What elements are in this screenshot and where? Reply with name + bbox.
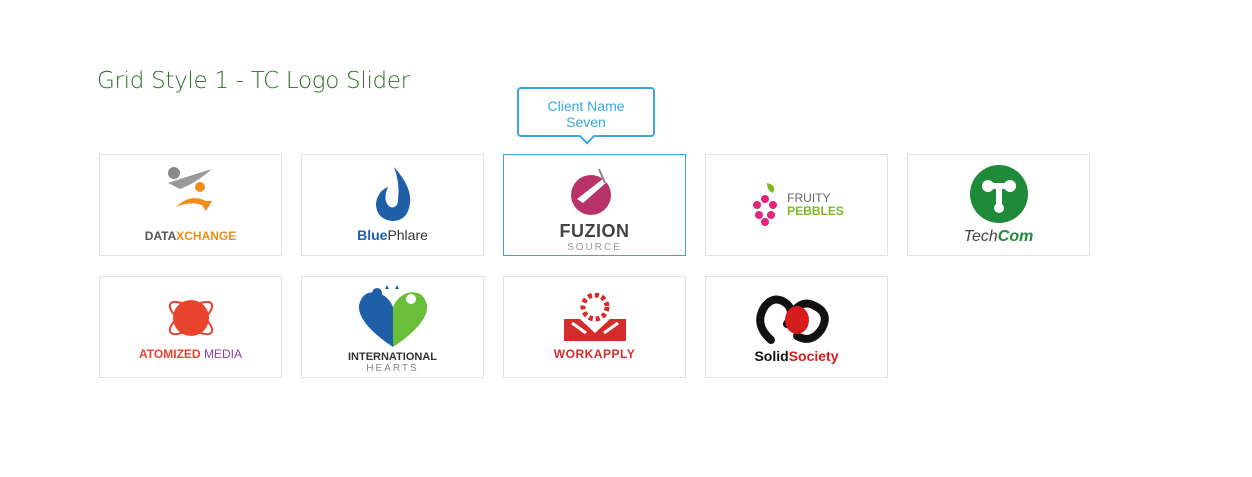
fuzion-logo-text: FUZION: [559, 221, 630, 241]
solid-society-logo-icon: [755, 295, 829, 344]
dataxchange-logo-text: DATAXCHANGE: [144, 229, 237, 243]
fuzion-source-logo-icon: [570, 168, 617, 215]
page-title: Grid Style 1 - TC Logo Slider: [97, 68, 410, 94]
logo-tile-fruity-pebbles[interactable]: FRUITY PEBBLES: [705, 154, 888, 256]
fuzion-source-subtext: SOURCE: [567, 242, 622, 253]
logo-tile-bluephlare[interactable]: BluePhlare: [301, 154, 484, 256]
logo-tile-international-hearts[interactable]: INTERNATIONAL HEARTS: [301, 276, 484, 378]
tooltip-line-1: Client Name: [547, 98, 625, 114]
logo-tile-atomized-media[interactable]: ATOMIZED MEDIA: [99, 276, 282, 378]
tooltip-line-2: Seven: [566, 114, 606, 130]
international-hearts-logo-icon: [358, 285, 427, 347]
hearts-logo-subtext: HEARTS: [366, 363, 419, 374]
logo-tile-dataxchange[interactable]: DATAXCHANGE: [99, 154, 282, 256]
bluephlare-logo-text: BluePhlare: [357, 227, 428, 243]
client-name-tooltip: Client Name Seven: [517, 87, 655, 137]
logo-tile-techcom[interactable]: TechCom: [907, 154, 1090, 256]
atomized-media-logo-text: ATOMIZED MEDIA: [139, 347, 242, 361]
logo-tile-workapply[interactable]: WORKAPPLY: [503, 276, 686, 378]
logo-tile-fuzion-source[interactable]: FUZION SOURCE: [503, 154, 686, 256]
logo-tile-solid-society[interactable]: SolidSociety: [705, 276, 888, 378]
bluephlare-flame-icon: [375, 167, 410, 221]
workapply-gear-hands-icon: [563, 293, 626, 341]
atomized-media-logo-icon: [168, 300, 213, 336]
workapply-logo-text: WORKAPPLY: [553, 347, 636, 361]
techcom-logo-icon: [969, 165, 1028, 223]
solid-society-logo-text: SolidSociety: [754, 348, 839, 364]
international-logo-text: INTERNATIONAL: [347, 351, 437, 363]
fruity-pebbles-berry-icon: [753, 183, 778, 226]
techcom-logo-text: TechCom: [963, 228, 1034, 245]
fruity-pebbles-logo-text: FRUITY PEBBLES: [787, 191, 844, 218]
dataxchange-logo-icon: [167, 167, 212, 211]
